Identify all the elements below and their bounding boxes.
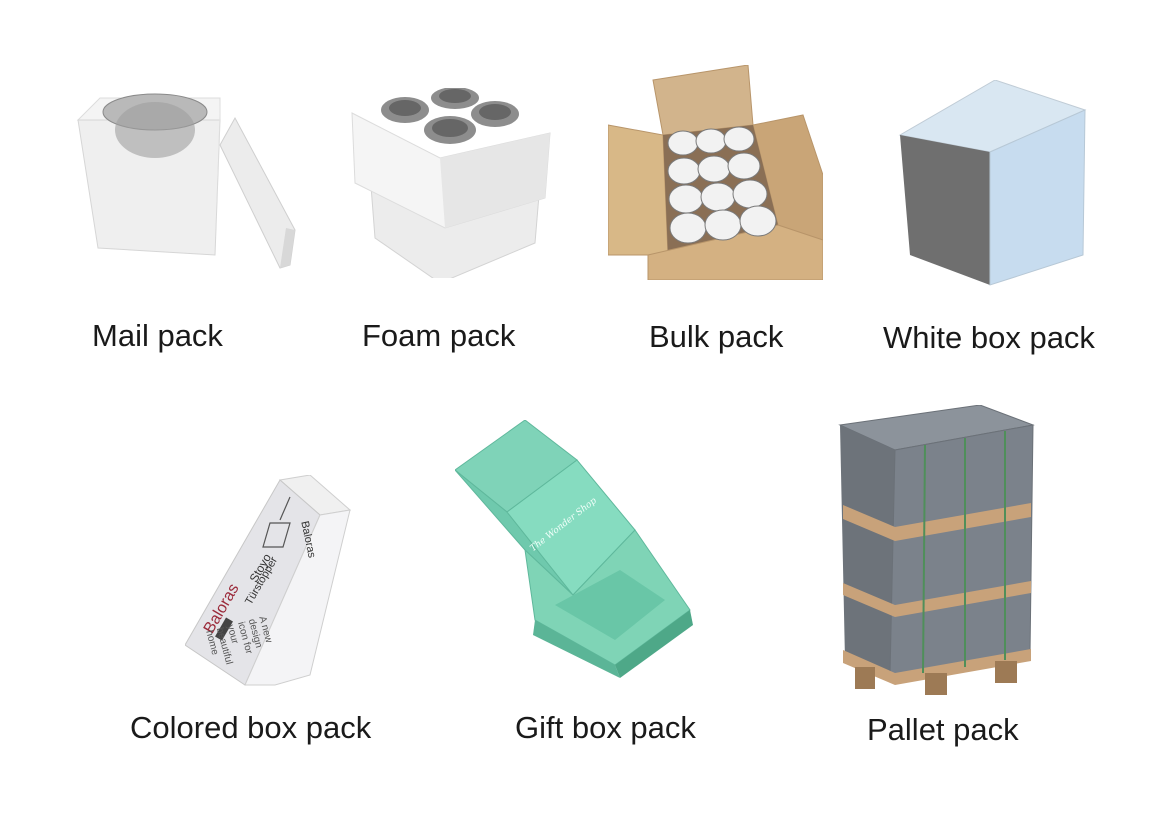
pack-label: Foam pack: [362, 318, 516, 353]
gift-box-pack-item: The Wonder Shop Gift box pack: [455, 420, 696, 745]
pack-label: Pallet pack: [867, 712, 1019, 747]
pack-label: Colored box pack: [130, 710, 372, 745]
foam-pack-item: Foam pack: [350, 88, 560, 353]
pallet-pack-image: [838, 405, 1035, 695]
gift-box-pack-image: [455, 420, 693, 678]
colored-box-pack-image: [185, 475, 352, 686]
pack-label: Gift box pack: [515, 710, 696, 745]
pack-label: White box pack: [883, 320, 1095, 355]
colored-box-pack-item: Baloras Stoyo Türstopper Baloras A new d…: [130, 475, 371, 745]
bulk-pack-image: [608, 65, 823, 280]
pack-label: Bulk pack: [649, 319, 784, 354]
white-box-pack-item: White box pack: [883, 80, 1095, 355]
white-box-pack-image: [898, 80, 1087, 286]
pack-label: Mail pack: [92, 318, 223, 353]
mail-pack-item: Mail pack: [70, 90, 300, 353]
bulk-pack-item: Bulk pack: [608, 65, 823, 354]
pallet-pack-item: Pallet pack: [835, 405, 1035, 747]
mail-pack-image: [76, 93, 296, 269]
foam-pack-image: [351, 88, 551, 278]
